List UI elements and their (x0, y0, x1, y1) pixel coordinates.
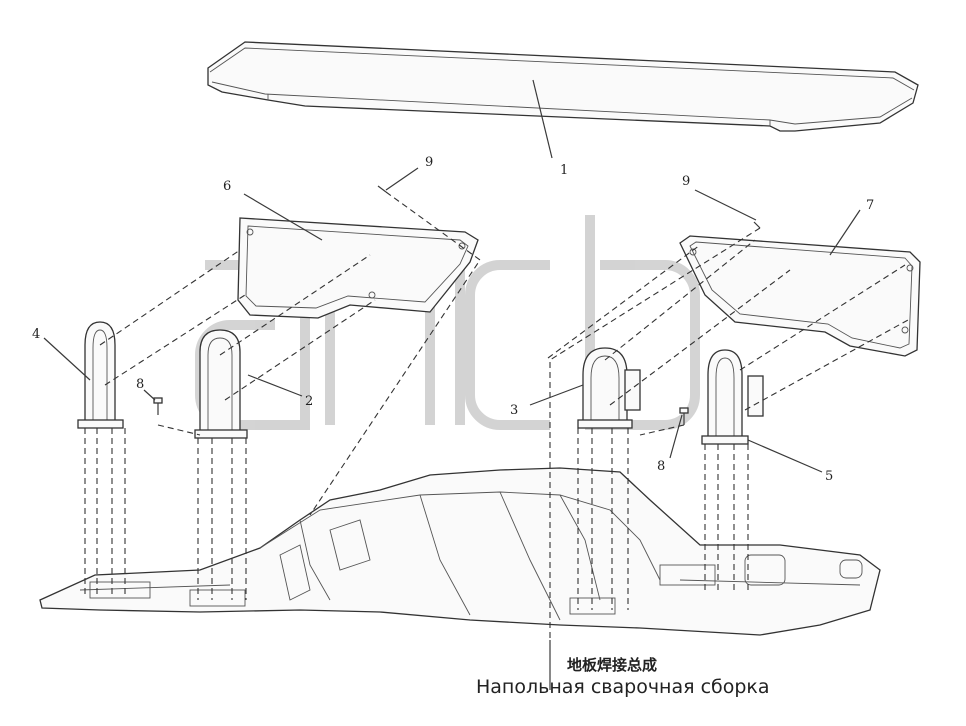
leg-2 (194, 329, 248, 439)
part-1-top-panel (207, 41, 919, 132)
caption-russian: Напольная сварочная сборка (476, 676, 770, 698)
assembly-dashed-lines (84, 191, 909, 640)
callout-3: 3 (510, 403, 518, 418)
caption-chinese: 地板焊接总成 (567, 656, 658, 674)
screw-9-left (377, 185, 387, 193)
leader-lines (43, 79, 861, 690)
leg-3 (577, 347, 641, 429)
leg-5 (701, 349, 764, 445)
bolt-8-left (153, 397, 163, 415)
callout-8-right: 8 (657, 459, 665, 474)
callout-2: 2 (305, 394, 313, 409)
callout-8-left: 8 (136, 377, 144, 392)
leg-4 (77, 321, 124, 429)
callout-1: 1 (560, 163, 568, 178)
callout-5: 5 (825, 469, 833, 484)
callout-9-right: 9 (682, 174, 690, 189)
part-7-right-bracket (679, 235, 921, 357)
callout-7: 7 (866, 198, 874, 213)
part-6-left-bracket (237, 217, 479, 319)
callout-9-left: 9 (425, 155, 433, 170)
screw-9-right (753, 221, 761, 229)
bolt-8-right (679, 407, 689, 425)
callout-4: 4 (32, 327, 40, 342)
callout-6: 6 (223, 179, 231, 194)
floor-weld-assembly (39, 467, 881, 636)
